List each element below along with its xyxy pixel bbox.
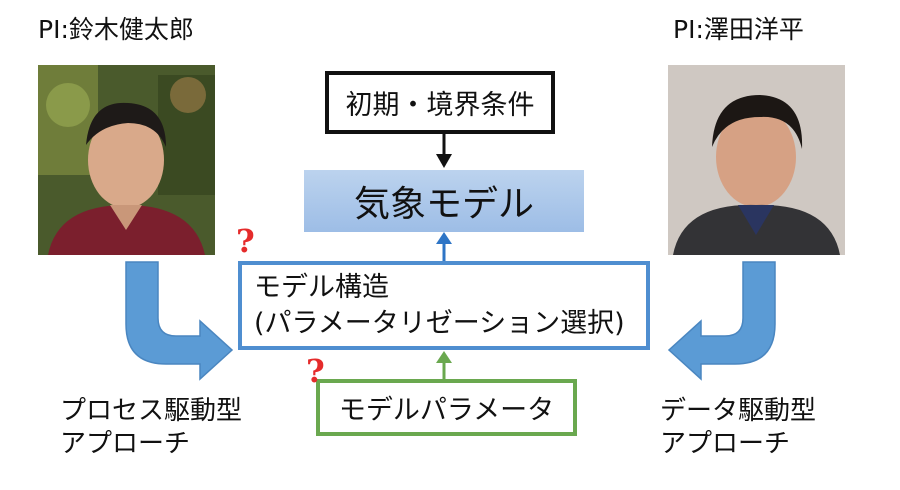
initial-boundary-conditions-label: 初期・境界条件	[345, 90, 535, 121]
model-structure-label: モデル構造	[254, 271, 389, 303]
arrow-structure-to-model	[436, 232, 452, 261]
model-parameters-label: モデルパラメータ	[338, 395, 555, 426]
data-driven-arrow	[667, 261, 776, 381]
photo-left	[38, 65, 215, 255]
process-approach-line1: プロセス駆動型	[60, 396, 243, 426]
photo-right	[668, 65, 845, 255]
question-mark-params: ?	[306, 352, 325, 390]
process-driven-arrow	[125, 261, 234, 381]
initial-boundary-conditions-box: 初期・境界条件	[325, 71, 555, 134]
arrow-params-to-structure	[436, 351, 452, 379]
data-approach-line1: データ駆動型	[660, 396, 817, 426]
pi-label-right: PI:澤田洋平	[673, 15, 804, 44]
parameterization-selection-label: (パラメータリゼーション選択)	[254, 307, 625, 339]
model-structure-box: モデル構造 (パラメータリゼーション選択)	[238, 261, 650, 350]
process-approach-line2: アプローチ	[60, 429, 191, 459]
weather-model-box: 気象モデル	[304, 170, 584, 232]
arrow-conditions-to-model	[436, 134, 452, 168]
question-mark-structure: ?	[236, 222, 255, 260]
pi-label-left: PI:鈴木健太郎	[38, 15, 194, 44]
model-parameters-box: モデルパラメータ	[316, 379, 577, 436]
data-approach-line2: アプローチ	[660, 429, 791, 459]
weather-model-label: 気象モデル	[353, 184, 534, 225]
